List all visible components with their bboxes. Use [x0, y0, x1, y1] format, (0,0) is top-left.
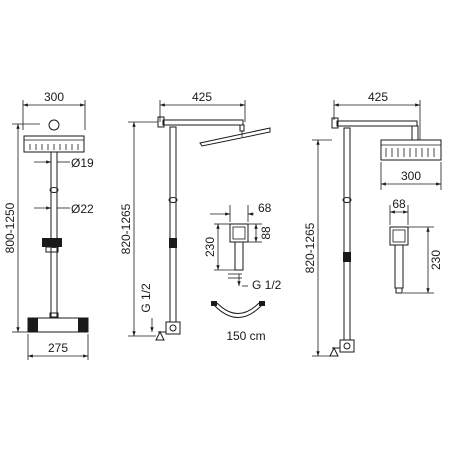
nozzle-pattern [29, 144, 79, 150]
height-range-label-variant: 820-1265 [303, 222, 317, 273]
hand-length-label-variant: 230 [429, 250, 443, 270]
variant-view-column: 425 300 [303, 90, 443, 357]
mixer-side [165, 321, 181, 335]
shower-arm [162, 119, 244, 126]
side-view-column: 425 820-1265 G 1/2 [119, 90, 271, 341]
hand-thread-label: G 1/2 [252, 278, 282, 292]
hand-width-label-variant: 68 [392, 197, 406, 211]
riser-pipe-side [169, 126, 177, 323]
height-range-label-side: 820-1265 [119, 203, 133, 254]
head-width-label: 300 [44, 90, 64, 104]
hand-shower-handle [234, 241, 244, 271]
hose-curve-inner [216, 302, 260, 314]
mixer-variant [339, 339, 355, 353]
thread-size-label-side: G 1/2 [139, 283, 153, 313]
height-range-label: 800-1250 [3, 202, 17, 253]
riser-pipe-variant [343, 127, 351, 341]
holder-variant [343, 252, 351, 262]
column-pipe [50, 151, 58, 318]
arm-length-label: 425 [192, 90, 212, 104]
hand-shower-holder [42, 238, 62, 247]
head-connector [48, 119, 60, 131]
hose-curve-outer [213, 304, 263, 318]
shower-hose: 150 cm [211, 301, 266, 343]
hand-shower-detail: 68 230 88 G 1/2 [203, 201, 282, 292]
shower-arm-variant [336, 120, 418, 127]
hand-width-label: 68 [258, 201, 272, 215]
nozzle-pattern-variant [385, 148, 435, 157]
arm-length-label-variant: 425 [368, 90, 388, 104]
hand-shower-handle-variant [394, 244, 404, 289]
shower-head-side [199, 127, 271, 147]
holder-side [169, 238, 177, 248]
diameter-top-label: Ø19 [71, 156, 94, 170]
base-width-label: 275 [48, 341, 68, 355]
head-width-label-variant: 300 [401, 169, 421, 183]
hose-length-label: 150 cm [226, 329, 265, 343]
hand-length-label: 230 [203, 237, 217, 257]
square-shower-head [380, 139, 442, 161]
hand-depth-label: 88 [259, 226, 273, 240]
front-view-column: 300 Ø19 Ø22 [3, 90, 94, 360]
diameter-bottom-label: Ø22 [71, 202, 94, 216]
